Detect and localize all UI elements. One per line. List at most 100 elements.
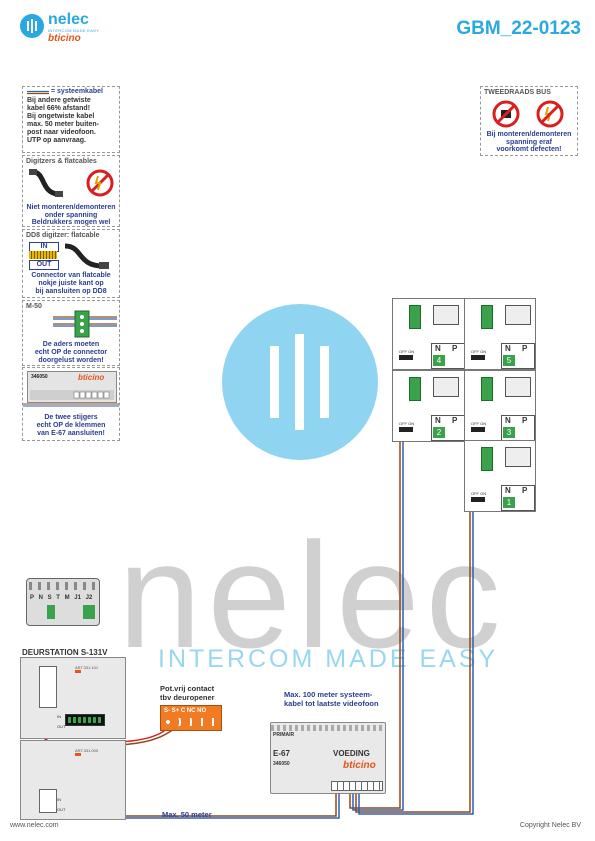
p-label: P — [452, 416, 458, 425]
videophone-grid: OFF ON N P 4 OFF ON N P 5 OFF ON N P 2 O… — [392, 298, 536, 512]
max100-annotation: Max. 100 meter systeem- kabel tot laatst… — [284, 690, 379, 708]
psu-name: VOEDING — [333, 749, 370, 758]
unit-number: 2 — [433, 427, 445, 438]
cable-legend: = systeemkabel — [51, 88, 103, 95]
document-code: GBM_22-0123 — [456, 18, 581, 39]
n-label: N — [505, 416, 511, 425]
m50-note: De aders moeten — [42, 341, 100, 348]
off-on-switch[interactable]: OFF ON — [471, 421, 487, 426]
off-on-switch[interactable]: OFF ON — [471, 491, 487, 496]
off-on-switch[interactable]: OFF ON — [399, 349, 415, 354]
contact-title-line: Pot.vrij contact — [160, 684, 215, 693]
psu-brand: bticino — [343, 760, 376, 771]
videophone-unit: OFF ON N P 1 — [464, 440, 536, 512]
terminal-label: J1 — [74, 595, 81, 601]
monitor-screen-icon — [433, 377, 459, 397]
off-on-switch[interactable]: OFF ON — [399, 421, 415, 426]
out-label: OUT — [57, 724, 66, 729]
dd8-note: Connector van flatcable — [31, 272, 111, 279]
screw-terminal-icon — [164, 718, 218, 726]
annotation-line: Max. 100 meter systeem- — [284, 690, 373, 699]
bus-note: voorkomt defecten! — [496, 146, 562, 153]
bus-note-panel: TWEEDRAADS BUS Bij monteren/demonteren s… — [480, 86, 578, 156]
np-terminal: N P 4 — [431, 343, 465, 369]
digitizers-note: Beldrukkers mogen wel — [31, 219, 111, 226]
push-button-icon[interactable] — [39, 789, 57, 813]
contact-title-line: tbv deuropener — [160, 693, 215, 702]
n-label: N — [435, 416, 441, 425]
footer-website[interactable]: www.nelec.com — [10, 822, 59, 829]
terminal-label: J2 — [85, 595, 93, 601]
door-station-module-1: ART.331.101 IN OUT — [20, 657, 126, 739]
bus-connector-icon — [481, 377, 493, 401]
green-display-icon — [65, 714, 105, 726]
dd8-panel: DD8 digitzer: flatcable IN OUT Connector… — [22, 229, 120, 298]
switch-slider-icon[interactable] — [471, 497, 485, 502]
flatcable-connector-icon — [29, 251, 57, 259]
cable-note-line: post naar videofoon. — [27, 129, 96, 136]
terminal-label: S — [47, 595, 52, 601]
bus-connector-icon — [409, 377, 421, 401]
primary-terminals — [271, 725, 385, 731]
watermark-circle-icon — [222, 304, 378, 460]
switch-slider-icon[interactable] — [471, 427, 485, 432]
terminal-label: T — [56, 595, 60, 601]
dd8-note: bij aansluiten op DD8 — [35, 288, 107, 295]
np-terminal: N P 2 — [431, 415, 465, 441]
dd8-title: DD8 digitzer: flatcable — [26, 232, 100, 239]
m50-panel: M-50 De aders moeten echt OP de connecto… — [22, 300, 120, 366]
n-label: N — [505, 344, 511, 353]
dd8-out-label: OUT — [29, 260, 59, 270]
module-led-icon — [75, 753, 81, 756]
module-code: ART.331.000 — [75, 748, 99, 753]
p-label: P — [522, 416, 528, 425]
bus-output-terminals — [331, 781, 383, 791]
cable-note-line: Bij andere getwiste — [27, 97, 91, 104]
cable-note-panel: = systeemkabel Bij andere getwiste kabel… — [22, 86, 120, 153]
terminal-green-icon — [47, 605, 55, 619]
bus-note: spanning eraf — [506, 139, 552, 146]
videophone-unit: OFF ON N P 2 — [392, 370, 466, 442]
cable-note-line: kabel 66% afstand! — [27, 105, 91, 112]
contact-terminals: S- S+ C NC NO — [164, 708, 207, 714]
np-terminal: N P 3 — [501, 415, 535, 441]
psu-mini-code: 346050 — [31, 374, 48, 380]
psu-note-line: van E-67 aansluiten! — [37, 430, 105, 437]
p-label: P — [522, 344, 528, 353]
bus-connector-icon — [409, 305, 421, 329]
np-terminal: N P 1 — [501, 485, 535, 511]
cable-legend-icon — [27, 90, 49, 95]
switch-slider-icon[interactable] — [399, 427, 413, 432]
no-plug-icon — [492, 100, 520, 128]
cable-note-line: max. 50 meter buiten- — [27, 121, 99, 128]
door-station-title: DEURSTATION S-131V — [22, 648, 108, 657]
unit-number: 4 — [433, 355, 445, 366]
n-label: N — [435, 344, 441, 353]
digitizers-note: Niet monteren/demonteren — [26, 204, 116, 211]
partner-logo: bticino — [48, 33, 81, 44]
switch-slider-icon[interactable] — [471, 355, 485, 360]
p-label: P — [522, 486, 528, 495]
p-label: P — [452, 344, 458, 353]
terminal-label: N — [38, 595, 43, 601]
flatcable-illustration — [29, 169, 63, 197]
monitor-screen-icon — [505, 377, 531, 397]
off-on-switch[interactable]: OFF ON — [471, 349, 487, 354]
m50-title: M-50 — [26, 303, 42, 310]
monitor-screen-icon — [505, 305, 531, 325]
nelec-logo-icon — [20, 14, 44, 38]
terminal-block-zoom: P N S T M J1 J2 — [26, 578, 100, 626]
psu-mini-device: 346050 bticino — [27, 371, 117, 403]
module-led-icon — [75, 670, 81, 673]
np-terminal: N P 5 — [501, 343, 535, 369]
unit-number: 1 — [503, 497, 515, 508]
switch-slider-icon[interactable] — [399, 355, 413, 360]
psu-model: E-67 — [273, 749, 290, 758]
camera-module-icon — [39, 666, 57, 708]
terminal-label: P — [30, 595, 34, 601]
m50-note: echt OP de connector — [34, 349, 108, 356]
primair-label: PRIMAIR — [273, 732, 295, 738]
bus-connector-icon — [481, 447, 493, 471]
brand-name: nelec — [48, 11, 89, 28]
